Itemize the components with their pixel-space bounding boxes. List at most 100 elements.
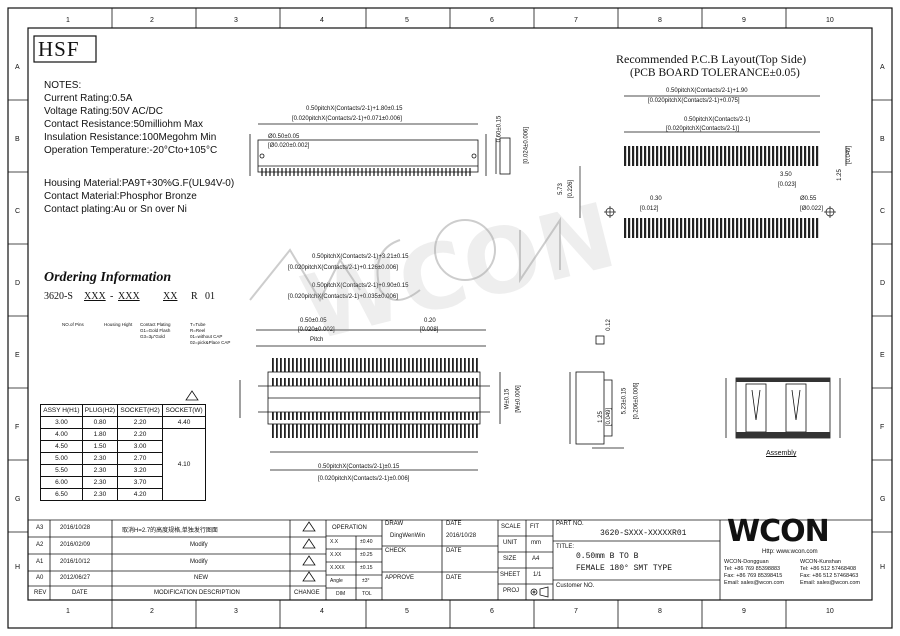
grid-col-7: 7: [574, 17, 578, 24]
height-table-header-cell: PLUG(H2): [81, 404, 118, 417]
grid-col-8: 8: [658, 17, 662, 24]
date-value: 2016/10/28: [446, 533, 477, 539]
part-no: 3620-SXXX-XXXXXR01: [600, 529, 687, 538]
tolerance-dim: Angle: [330, 578, 343, 584]
table-cell: 2.30: [81, 464, 118, 477]
draw-label: DRAW: [385, 521, 404, 527]
note-line: Current Rating:0.5A: [44, 93, 133, 104]
customer-label: Customer NO.: [556, 583, 595, 589]
height-table-header: ASSY H(H1) PLUG(H2) SOCKET(H2) SOCKET(W): [40, 404, 206, 417]
pcb-dim: 0.50pitchX(Contacts/2-1): [684, 117, 751, 123]
ordering-title: Ordering Information: [44, 270, 172, 285]
pcb-dim: [0.023]: [778, 182, 797, 188]
drawing-subtitle: FEMALE 180° SMT TYPE: [576, 564, 673, 573]
grid-row-b: B: [15, 136, 20, 143]
rev-id: A3: [36, 525, 44, 531]
order-code-prefix: 3620-S: [44, 291, 73, 302]
grid-col-8-bottom: 8: [658, 608, 662, 615]
order-code-dash: -: [110, 291, 114, 302]
drawing-title: 0.50mm B TO B: [576, 552, 639, 561]
height-table-header-cell: SOCKET(W): [162, 404, 206, 417]
grid-row-f-right: F: [880, 424, 885, 431]
size-value: A4: [532, 556, 540, 562]
pcb-dim: 0.30: [650, 196, 662, 202]
drawer-name: DingWenWin: [390, 533, 425, 539]
order-cap: 01=without CAP: [190, 334, 223, 339]
table-cell: 3.00: [40, 416, 83, 429]
order-label: Contact Plating: [140, 322, 171, 327]
grid-col-5: 5: [405, 17, 409, 24]
tolerance-footer: TOL: [362, 591, 372, 597]
mated-dim: [0.020pitchX(Contacts/2-1)±0.006]: [318, 476, 410, 482]
side-dim: 0.60±0.15: [496, 115, 503, 143]
title-label: TITLE:: [556, 544, 575, 550]
grid-col-1: 1: [66, 17, 70, 24]
flatness-dim: 0.12: [605, 319, 612, 331]
grid-row-b-right: B: [880, 136, 885, 143]
pcb-dim: [0.020pitchX(Contacts/2-1)+0.075]: [648, 98, 740, 104]
tolerance-dim: X.X: [330, 539, 339, 545]
table-cell: 4.50: [40, 440, 83, 453]
company-kunshan-line: Fax: +86 512 57468463: [800, 573, 859, 579]
table-cell: 0.80: [81, 416, 118, 429]
assembly-label: Assembly: [766, 450, 797, 457]
order-code-reel: R: [191, 291, 198, 302]
table-cell: 6.50: [40, 488, 83, 501]
mated-dim: 0.50pitchX(Contacts/2-1)+0.90±0.15: [312, 283, 409, 289]
table-cell: 3.00: [116, 440, 164, 453]
top-view-dim: [0.020pitchX(Contacts/2-1)+0.071±0.006]: [292, 116, 402, 122]
grid-col-6-bottom: 6: [490, 608, 494, 615]
tolerance-footer: DIM: [336, 591, 346, 597]
rev-desc: Modify: [190, 542, 208, 548]
rev-date: 2012/06/27: [60, 575, 91, 581]
grid-col-10: 10: [826, 17, 834, 24]
top-view-dim: [Ø0.020±0.002]: [268, 143, 310, 149]
mated-dim: 0.50pitchX(Contacts/2-1)±0.15: [318, 464, 400, 470]
pcb-dim: [Ø0.022]: [800, 206, 824, 212]
order-cap: 02=pick&Place CAP: [190, 340, 231, 345]
tolerance-value: ±3°: [362, 578, 370, 584]
rev-id: A2: [36, 542, 44, 548]
proj-label: PROJ: [503, 588, 520, 594]
rev-desc: Modify: [190, 559, 208, 565]
order-sub: G3=3µ"Gold: [140, 334, 165, 339]
pcb-dim: Ø0.55: [800, 196, 817, 202]
mated-dim: [0.020pitchX(Contacts/2-1)+0.035±0.006]: [288, 294, 398, 300]
sheet-value: 1/1: [533, 572, 542, 578]
top-view-dim: 0.50pitchX(Contacts/2-1)+1.80±0.15: [306, 106, 403, 112]
rev-date: 2016/10/12: [60, 559, 91, 565]
tolerance-dim: X.XX: [330, 552, 342, 558]
grid-row-e-right: E: [880, 352, 885, 359]
rev-id: A1: [36, 559, 44, 565]
table-cell: 6.00: [40, 476, 83, 489]
top-view-dim: Ø0.50±0.05: [268, 134, 300, 140]
order-sub: G1=Gold Flash: [140, 328, 171, 333]
table-cell: 2.20: [116, 428, 164, 441]
part-no-label: PART NO.: [556, 521, 584, 527]
pcb-dim: 3.50: [780, 172, 792, 178]
pcb-dim: 0.50pitchX(Contacts/2-1)+1.90: [666, 88, 748, 94]
table-cell: 2.70: [116, 452, 164, 465]
order-code-cap: 01: [205, 291, 215, 302]
tolerance-value: ±0.40: [360, 539, 373, 545]
profile-dim: [0.206±0.006]: [633, 382, 640, 420]
grid-col-1-bottom: 1: [66, 608, 70, 615]
grid-row-f: F: [15, 424, 20, 431]
pcb-dim: [0.049]: [846, 145, 853, 165]
grid-row-g-right: G: [880, 496, 886, 503]
grid-row-d-right: D: [880, 280, 886, 287]
notes-title: NOTES:: [44, 80, 82, 91]
mated-dim: 0.20: [424, 318, 436, 324]
sheet-label: SHEET: [500, 572, 521, 578]
table-cell: 4.40: [162, 416, 206, 429]
size-label: SIZE: [503, 556, 517, 562]
pcb-layout-title: Recommended P.C.B Layout(Top Side): [616, 52, 807, 66]
rev-header: CHANGE: [294, 590, 320, 596]
height-table-header-cell: ASSY H(H1): [40, 404, 83, 417]
operation-title: OPERATION: [332, 525, 367, 531]
side-dim: [0.024±0.006]: [523, 127, 530, 164]
check-label: CHECK: [385, 548, 407, 554]
rev-header: DATE: [72, 590, 88, 596]
order-label: Housing Hight: [104, 322, 133, 327]
profile-dim: 1.25: [597, 411, 604, 423]
